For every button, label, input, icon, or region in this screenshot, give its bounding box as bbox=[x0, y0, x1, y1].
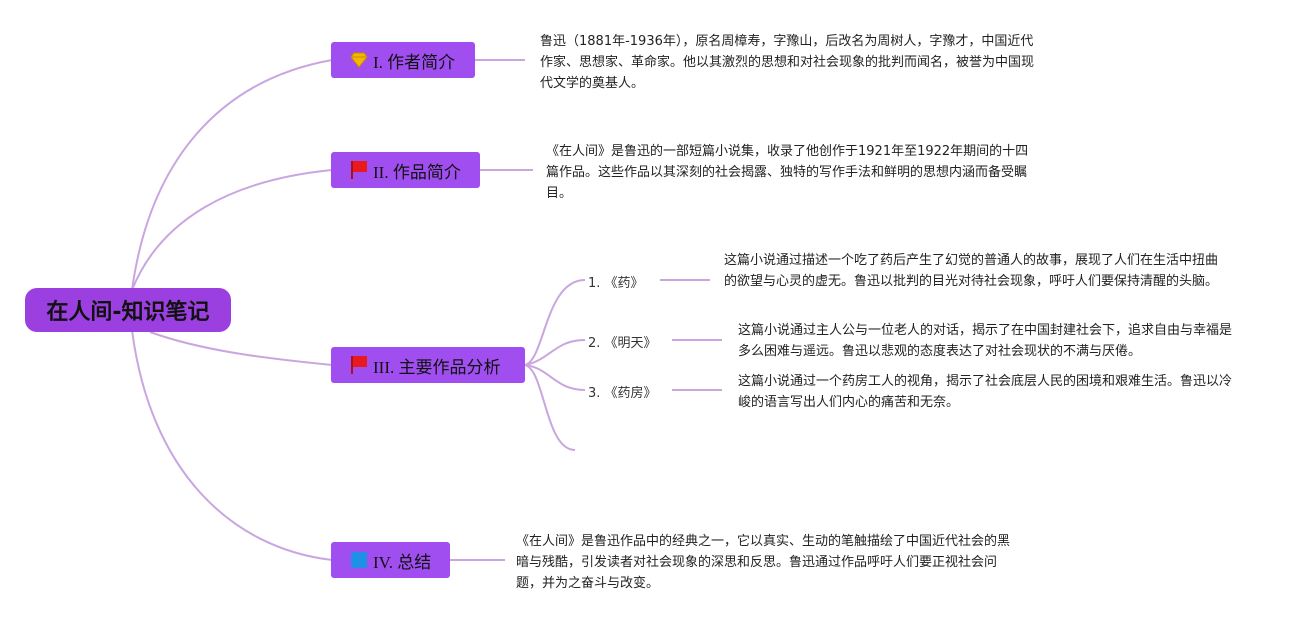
red-flag-icon bbox=[349, 159, 369, 181]
subtopic-mingtian[interactable]: 2. 《明天》 bbox=[588, 336, 657, 351]
topic-label: IV. 总结 bbox=[373, 552, 432, 572]
topic-label: II. 作品简介 bbox=[373, 162, 461, 182]
blue-square-icon bbox=[349, 549, 369, 571]
subtopic-description: 这篇小说通过描述一个吃了药后产生了幻觉的普通人的故事，展现了人们在生活中扭曲的欲… bbox=[724, 253, 1219, 289]
diamond-icon bbox=[349, 49, 369, 71]
red-flag-icon bbox=[349, 354, 369, 376]
topic-work-intro[interactable]: II. 作品简介 bbox=[331, 152, 480, 188]
topic-label: III. 主要作品分析 bbox=[373, 357, 501, 377]
topic-works-analysis[interactable]: III. 主要作品分析 bbox=[331, 347, 525, 383]
topic-description: 鲁迅（1881年-1936年），原名周樟寿，字豫山，后改名为周树人，字豫才，中国… bbox=[540, 34, 1035, 91]
subtopic-description: 这篇小说通过一个药房工人的视角，揭示了社会底层人民的困境和艰难生活。鲁迅以冷峻的… bbox=[738, 374, 1233, 410]
subtopic-yao[interactable]: 1. 《药》 bbox=[588, 276, 644, 291]
topic-summary[interactable]: IV. 总结 bbox=[331, 542, 450, 578]
topic-description: 《在人间》是鲁迅作品中的经典之一，它以真实、生动的笔触描绘了中国近代社会的黑暗与… bbox=[516, 534, 1011, 591]
root-topic[interactable]: 在人间-知识笔记 bbox=[25, 288, 231, 332]
topic-description: 《在人间》是鲁迅的一部短篇小说集，收录了他创作于1921年至1922年期间的十四… bbox=[546, 144, 1029, 201]
topic-author-intro[interactable]: I. 作者简介 bbox=[331, 42, 475, 78]
root-title: 在人间-知识笔记 bbox=[46, 300, 210, 325]
subtopic-description: 这篇小说通过主人公与一位老人的对话，揭示了在中国封建社会下，追求自由与幸福是多么… bbox=[738, 323, 1233, 359]
topic-label: I. 作者简介 bbox=[373, 52, 456, 72]
subtopic-yaofang[interactable]: 3. 《药房》 bbox=[588, 386, 657, 401]
